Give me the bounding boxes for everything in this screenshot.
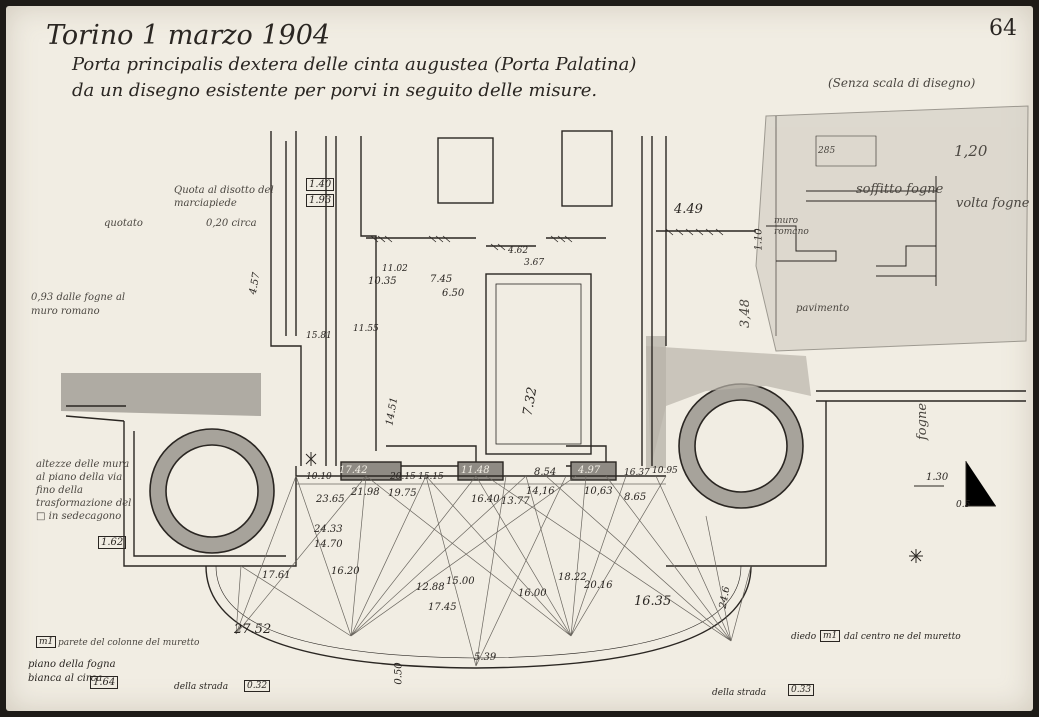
measure-2016: 20.16 (584, 580, 613, 591)
measure-1148: 11.48 (461, 465, 490, 476)
architectural-drawing (61, 105, 1029, 669)
parete-note: parete del colonne del muretto (58, 638, 200, 648)
measure-1102: 11.02 (382, 264, 408, 274)
header-line-1: Porta principalis dextera delle cinta au… (72, 54, 637, 75)
side-note: (Senza scala di disegno) (828, 76, 976, 90)
measure-140: 1.40 (306, 178, 335, 191)
header-line-2: da un disegno esistente per porvi in seg… (72, 80, 598, 101)
measure-050: 0.50 (393, 662, 405, 685)
measure-1500: 15.00 (446, 576, 475, 587)
soffitto-note: soffitto fogne (856, 182, 944, 197)
label-120: 1,20 (954, 142, 988, 160)
label-348: 3,48 (737, 299, 753, 328)
measure-462: 4.62 (508, 246, 529, 256)
altezze-note: altezze delle mura al piano della via fi… (36, 459, 132, 522)
right-panel-wash (755, 105, 1029, 352)
measure-1515: 15.15 (418, 472, 444, 482)
measure-1035: 10.35 (368, 276, 397, 287)
measure-1822: 18.22 (558, 572, 587, 583)
quota-value: 0,20 circa (206, 218, 257, 229)
measure-1581: 15.81 (306, 331, 332, 341)
page-title: Torino 1 marzo 1904 (46, 20, 331, 51)
measure-1975: 19.75 (388, 488, 417, 499)
measure-1095: 10.95 (652, 466, 678, 476)
left-tower (149, 428, 275, 554)
measure-650: 6.50 (442, 288, 465, 299)
piano-box: 1.64 (90, 676, 119, 689)
measure-1377: 13.77 (501, 496, 530, 507)
measure-497: 4.97 (578, 465, 601, 476)
measure-2365: 23.65 (316, 494, 345, 505)
measure-1600: 16.00 (518, 588, 547, 599)
measure-1761: 17.61 (262, 570, 291, 581)
measure-1742: 17.42 (339, 465, 368, 476)
measure-539: 5.39 (474, 652, 497, 663)
measure-745: 7.45 (430, 274, 453, 285)
strada-right: della strada (712, 688, 767, 698)
measure-1637: 16.37 (624, 468, 650, 478)
label-130: 1.30 (926, 472, 949, 483)
quotato-note: quotato (104, 218, 143, 229)
measure-2198: 21.98 (351, 487, 380, 498)
label-110: 1.10 (753, 228, 765, 251)
measure-1010: 10.10 (306, 472, 332, 482)
road-wash-left (61, 373, 261, 416)
measure-2015: 20.15 (390, 472, 416, 482)
strada-left-box: 0.32 (244, 680, 271, 692)
quota-note: Quota al disotto del marciapiede (174, 185, 274, 209)
page-number: 64 (989, 16, 1017, 41)
measure-1155: 11.55 (353, 324, 379, 334)
m1-box: m1 (36, 636, 57, 648)
label-449: 4.49 (674, 202, 703, 217)
measure-1635: 16.35 (634, 594, 672, 609)
strada-right-box: 0.33 (788, 684, 815, 696)
gate-plan (270, 130, 756, 485)
measure-1416: 14,16 (526, 486, 555, 497)
label-285: 285 (818, 146, 836, 156)
measure-854: 8.54 (534, 467, 557, 478)
altezze-box: 1.62 (98, 536, 127, 549)
measure-367: 3.67 (524, 258, 545, 268)
measure-865: 8.65 (624, 492, 647, 503)
strada-left: della strada (174, 682, 229, 692)
measure-1620: 16.20 (331, 566, 360, 577)
measure-2433: 24.33 (314, 524, 343, 535)
diedo-box: m1 (820, 630, 841, 642)
right-tower (678, 383, 804, 509)
measure-193: 1.93 (306, 194, 335, 207)
measure-1063: 10,63 (584, 486, 613, 497)
muro-romano-note: muro romano (774, 216, 809, 237)
measure-1470: 14.70 (314, 539, 343, 550)
measure-1745: 17.45 (428, 602, 457, 613)
measure-2752: 27.52 (234, 622, 272, 637)
fogne-note: fogne (915, 402, 931, 441)
measure-1288: 12.88 (416, 582, 445, 593)
notebook-page: Torino 1 marzo 1904 Porta principalis de… (6, 6, 1033, 711)
radiating-lines (235, 475, 752, 667)
diedo-note: diedo (791, 632, 817, 642)
pavimento-note: pavimento (796, 303, 850, 314)
label-05: 0.5 (956, 500, 971, 510)
muro-note: 0,93 dalle fogne al muro romano (31, 292, 126, 317)
measure-1640: 16.40 (471, 494, 500, 505)
volta-note: volta fogne (956, 196, 1030, 211)
diedo-tail: dal centro ne del muretto (844, 632, 961, 642)
piano-note: piano della fogna bianca al circa (28, 659, 116, 684)
